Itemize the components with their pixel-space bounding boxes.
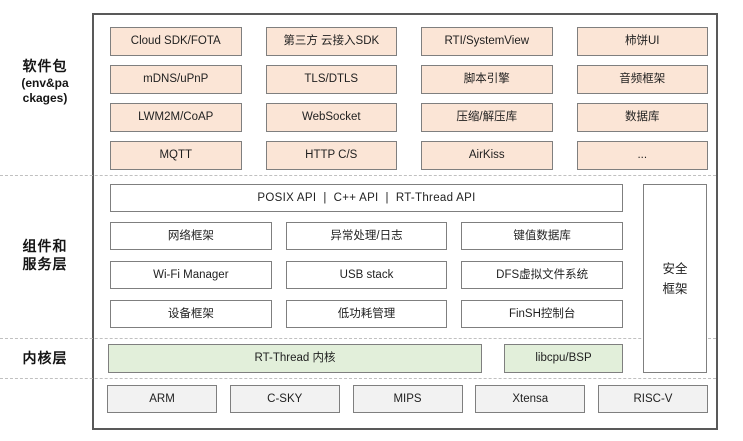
- layer-label-packages-en1: (env&pa: [21, 75, 69, 90]
- cpu-box: MIPS: [352, 385, 463, 413]
- component-box: USB stack: [285, 261, 448, 289]
- security-framework-line1: 安全: [662, 261, 688, 276]
- component-box: 设备框架: [110, 300, 272, 328]
- package-box: mDNS/uPnP: [110, 65, 242, 94]
- layer-label-packages-en2: ckages): [22, 90, 68, 105]
- package-box: HTTP C/S: [265, 141, 397, 170]
- packages-grid: Cloud SDK/FOTA 第三方 云接入SDK RTI/SystemView…: [110, 27, 708, 170]
- cpu-box: Xtensa: [475, 385, 586, 413]
- package-box: 第三方 云接入SDK: [265, 27, 397, 56]
- package-box: WebSocket: [265, 103, 397, 132]
- package-box: RTI/SystemView: [421, 27, 553, 56]
- package-box: 数据库: [576, 103, 708, 132]
- package-box: ...: [576, 141, 708, 170]
- cpu-box: RISC-V: [598, 385, 708, 413]
- api-bar: POSIX API | C++ API | RT-Thread API: [110, 184, 623, 212]
- component-box: 网络框架: [110, 222, 272, 250]
- components-grid: 网络框架 异常处理/日志 键值数据库 Wi-Fi Manager USB sta…: [110, 222, 623, 328]
- security-framework-line2: 框架: [662, 281, 688, 296]
- package-box: AirKiss: [421, 141, 553, 170]
- package-box: TLS/DTLS: [265, 65, 397, 94]
- component-box: DFS虚拟文件系统: [461, 261, 623, 289]
- cpu-box: C-SKY: [229, 385, 340, 413]
- cpu-box: ARM: [107, 385, 217, 413]
- package-box: 音频框架: [576, 65, 708, 94]
- component-box: 低功耗管理: [285, 300, 448, 328]
- layer-label-kernel: 内核层: [0, 350, 90, 368]
- divider-components-kernel: [0, 338, 716, 339]
- package-box: MQTT: [110, 141, 242, 170]
- component-box: 异常处理/日志: [285, 222, 448, 250]
- security-framework-box: 安全 框架: [643, 184, 707, 373]
- layer-label-kernel-cn: 内核层: [22, 350, 68, 366]
- package-box: 柿饼UI: [576, 27, 708, 56]
- kernel-core-box: RT-Thread 内核: [108, 344, 482, 373]
- package-box: Cloud SDK/FOTA: [110, 27, 242, 56]
- divider-packages-components: [0, 175, 716, 176]
- divider-kernel-cpu: [0, 378, 716, 379]
- layer-label-packages-cn: 软件包: [22, 58, 68, 74]
- component-box: Wi-Fi Manager: [110, 261, 272, 289]
- package-box: 脚本引擎: [421, 65, 553, 94]
- layer-label-packages: 软件包 (env&pa ckages): [0, 58, 90, 106]
- layer-label-components: 组件和 服务层: [0, 238, 90, 273]
- component-box: 键值数据库: [461, 222, 623, 250]
- layer-label-components-line1: 组件和: [22, 238, 68, 254]
- package-box: LWM2M/CoAP: [110, 103, 242, 132]
- cpu-row: ARM C-SKY MIPS Xtensa RISC-V: [107, 385, 708, 413]
- libcpu-bsp-box: libcpu/BSP: [504, 344, 623, 373]
- layer-label-components-line2: 服务层: [22, 255, 68, 272]
- package-box: 压缩/解压库: [421, 103, 553, 132]
- component-box: FinSH控制台: [461, 300, 623, 328]
